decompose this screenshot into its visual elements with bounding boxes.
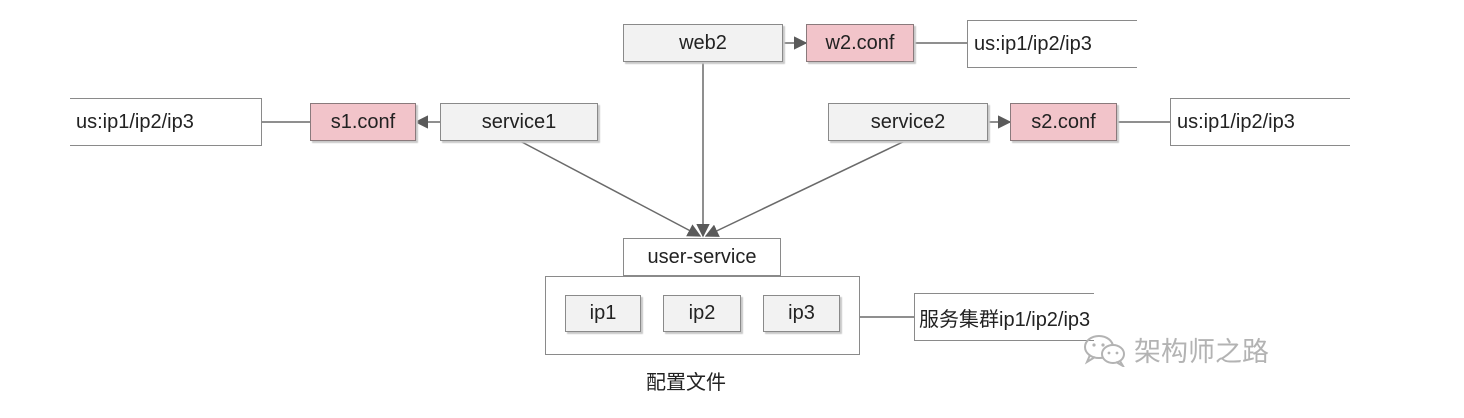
w2-ip-list: us:ip1/ip2/ip3 <box>967 20 1137 68</box>
s1-ip-list-text: us:ip1/ip2/ip3 <box>76 110 194 133</box>
cluster-caption: 配置文件 <box>646 372 726 394</box>
user-service-node: user-service <box>623 238 781 276</box>
wechat-icon <box>1084 334 1125 367</box>
user-service-label: user-service <box>647 245 757 268</box>
s1-conf-node: s1.conf <box>310 103 416 141</box>
s2-ip-list-text: us:ip1/ip2/ip3 <box>1177 110 1295 133</box>
service1-label: service1 <box>481 110 557 133</box>
watermark: 架构师之路 <box>1082 330 1269 369</box>
cluster-ip-list-text: 服务集群ip1/ip2/ip3 <box>919 308 1091 331</box>
arrow-service1-to-userservice <box>517 139 702 237</box>
w2-conf-node: w2.conf <box>806 24 914 62</box>
ip1-label: ip1 <box>589 302 617 324</box>
s2-conf-label: s2.conf <box>1031 110 1096 133</box>
ip1-box: ip1 <box>565 295 641 332</box>
service2-node: service2 <box>828 103 988 141</box>
s1-ip-list: us:ip1/ip2/ip3 <box>70 98 262 146</box>
w2-ip-list-text: us:ip1/ip2/ip3 <box>974 32 1092 55</box>
service1-node: service1 <box>440 103 598 141</box>
s1-conf-label: s1.conf <box>330 110 396 133</box>
ip2-label: ip2 <box>688 302 716 324</box>
web2-label: web2 <box>679 31 727 54</box>
w2-conf-label: w2.conf <box>825 31 895 54</box>
ip3-box: ip3 <box>763 295 840 332</box>
arrow-service2-to-userservice <box>704 139 908 237</box>
s2-conf-node: s2.conf <box>1010 103 1117 141</box>
cluster-ip-list: 服务集群ip1/ip2/ip3 <box>914 293 1094 341</box>
ip2-box: ip2 <box>663 295 741 332</box>
ip3-label: ip3 <box>788 302 815 324</box>
watermark-text: 架构师之路 <box>1134 337 1269 367</box>
s2-ip-list: us:ip1/ip2/ip3 <box>1170 98 1350 146</box>
service2-label: service2 <box>870 110 946 133</box>
web2-node: web2 <box>623 24 783 62</box>
